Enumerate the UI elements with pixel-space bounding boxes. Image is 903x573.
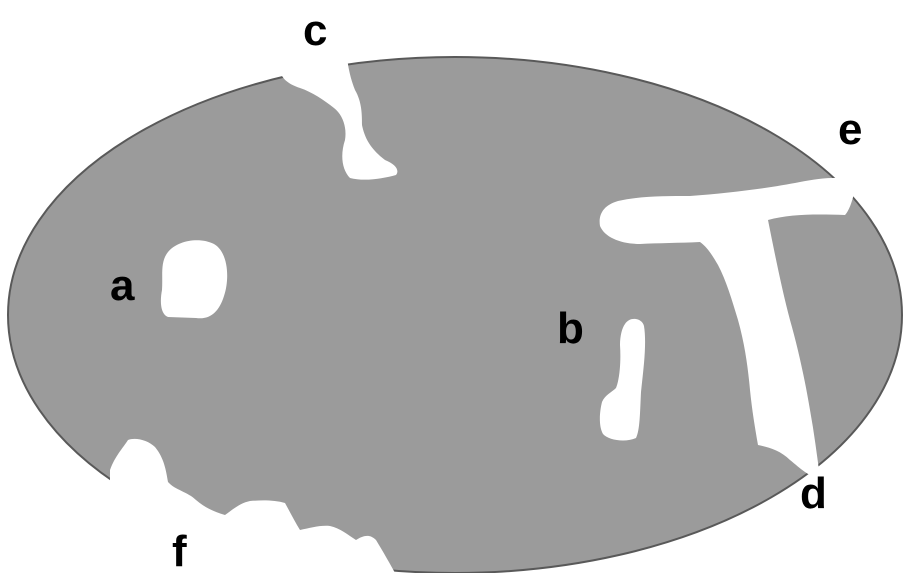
label-c: c <box>303 6 327 55</box>
label-e: e <box>838 105 862 154</box>
pore-a-closed <box>161 240 227 318</box>
label-b: b <box>557 304 584 353</box>
label-f: f <box>172 527 187 573</box>
label-d: d <box>800 469 827 518</box>
label-a: a <box>110 261 135 310</box>
